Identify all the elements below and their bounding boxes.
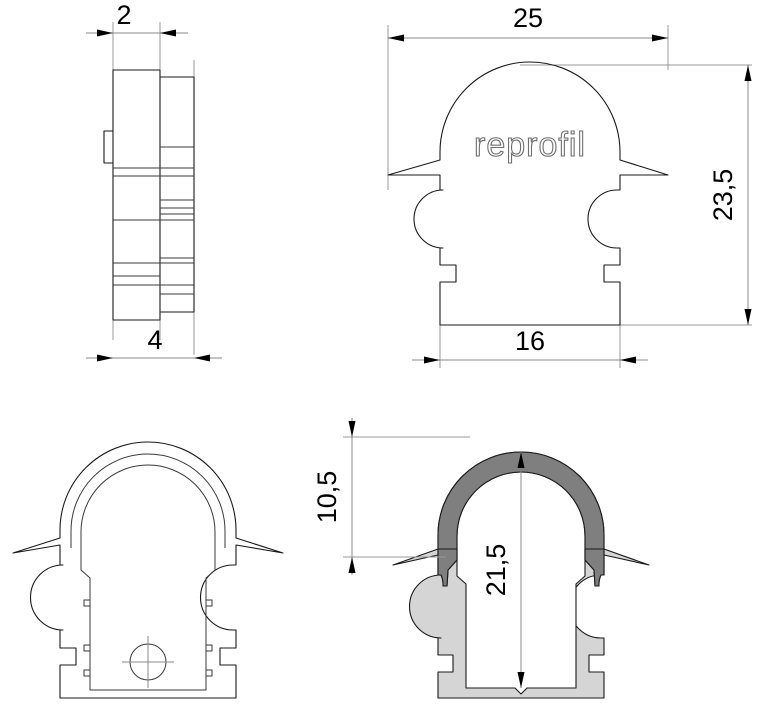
arrow-4-right bbox=[194, 354, 210, 362]
profile-cavity-outline bbox=[80, 464, 216, 691]
arrow-2-left bbox=[97, 29, 113, 37]
arrow-105-bottom bbox=[348, 557, 356, 573]
side-body-block bbox=[159, 76, 195, 313]
view-front-elevation: 25 23,5 16 reprofil bbox=[387, 3, 752, 368]
dim-label-4: 4 bbox=[147, 325, 162, 355]
arrow-235-bottom bbox=[744, 309, 752, 325]
arrow-215-bottom bbox=[517, 672, 525, 688]
view-section-shaded: 10,5 21,5 bbox=[312, 418, 650, 699]
arrow-215-top bbox=[517, 452, 525, 468]
section-cover-leg-right bbox=[584, 548, 605, 587]
dim-label-25: 25 bbox=[513, 3, 543, 33]
front-silhouette bbox=[387, 61, 669, 326]
profile-outer-shell bbox=[12, 441, 284, 699]
dim-label-105: 10,5 bbox=[312, 471, 342, 524]
arrow-105-top bbox=[348, 421, 356, 437]
profile-inner-wall-outer bbox=[70, 453, 226, 548]
dim-label-235: 23,5 bbox=[708, 169, 738, 222]
arrow-2-right bbox=[160, 29, 176, 37]
profile-right-notch-2 bbox=[206, 644, 213, 652]
arrow-235-top bbox=[744, 65, 752, 81]
logo-reprofil: reprofil bbox=[474, 126, 586, 164]
profile-right-notch-3 bbox=[206, 669, 213, 677]
dim-label-215: 21,5 bbox=[481, 544, 511, 597]
arrow-16-left bbox=[424, 356, 440, 364]
profile-left-notch-2 bbox=[83, 644, 90, 652]
side-flange-plate bbox=[112, 69, 161, 321]
profile-left-notch-3 bbox=[83, 669, 90, 677]
dim-label-16: 16 bbox=[515, 326, 545, 356]
profile-right-notch bbox=[206, 599, 213, 607]
section-cover-leg-left bbox=[437, 548, 458, 587]
view-side-profile: 2 4 bbox=[86, 0, 222, 362]
arrow-25-right bbox=[652, 34, 668, 42]
profile-left-notch bbox=[83, 599, 90, 607]
arrow-16-right bbox=[620, 356, 636, 364]
side-left-tab bbox=[103, 130, 114, 164]
arrow-4-left bbox=[97, 354, 113, 362]
dim-label-2: 2 bbox=[116, 0, 131, 30]
arrow-25-left bbox=[388, 34, 404, 42]
view-profile-outline bbox=[12, 441, 284, 699]
